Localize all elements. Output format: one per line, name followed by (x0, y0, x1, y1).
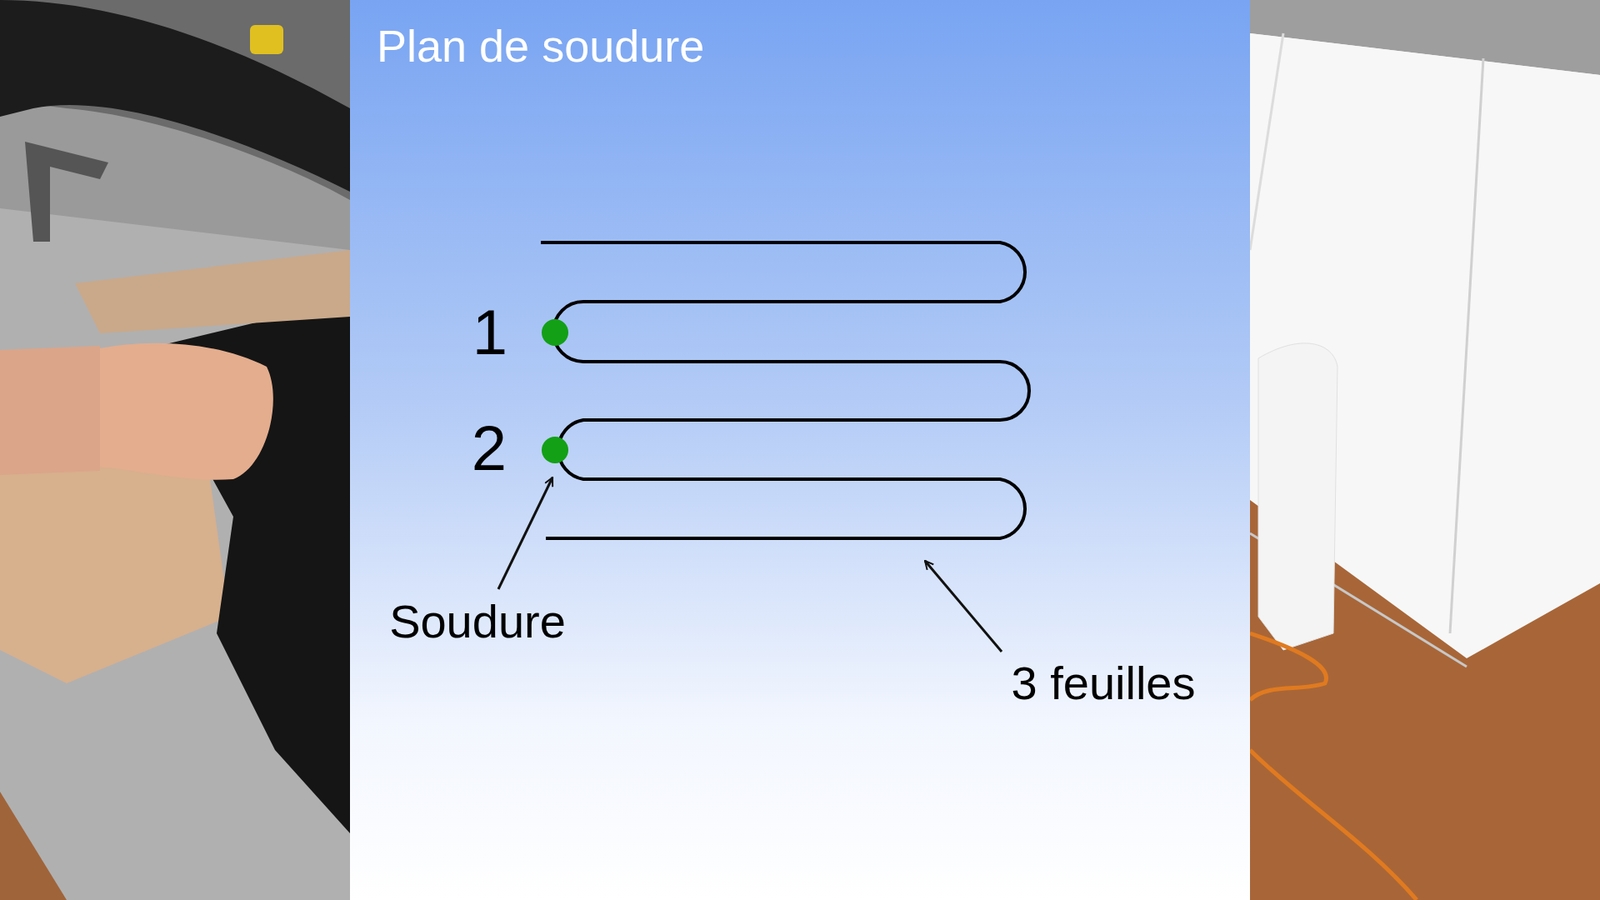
right-photo (1250, 0, 1600, 900)
weld-point (541, 319, 569, 346)
callout-label: Soudure (389, 595, 566, 648)
callout-number: 2 (471, 413, 507, 484)
leader-arrow (925, 560, 1002, 652)
callout-number: 1 (472, 297, 508, 368)
slide-title: Plan de soudure (376, 21, 705, 71)
weld-point (541, 436, 569, 464)
slide-panel (350, 0, 1250, 900)
folded-sheet-line (540, 242, 1030, 539)
callout-label: 3 feuilles (1010, 657, 1195, 710)
left-photo (0, 0, 350, 900)
leader-arrow (498, 477, 553, 590)
